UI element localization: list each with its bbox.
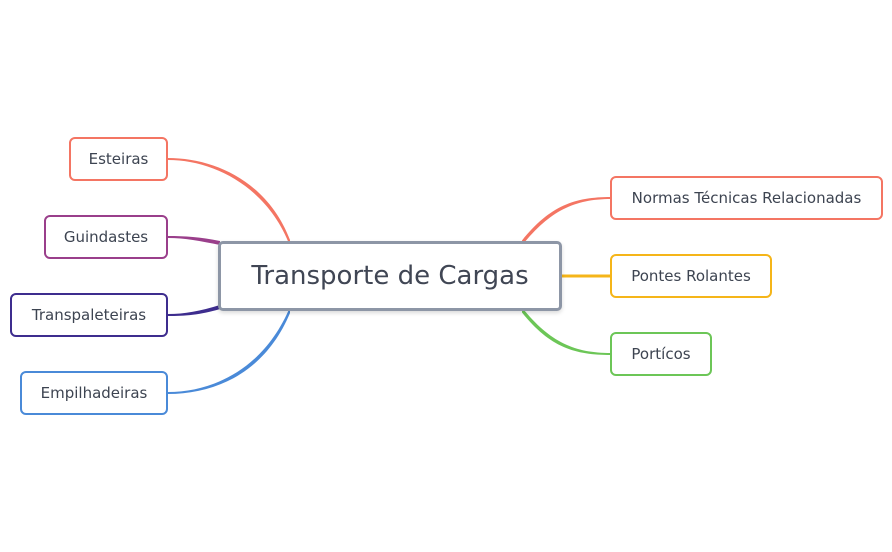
topic-normas-tecnicas-label: Normas Técnicas Relacionadas: [631, 189, 862, 207]
topic-empilhadeiras-label: Empilhadeiras: [40, 384, 148, 402]
topic-porticos-label: Portícos: [631, 345, 691, 363]
connector-empilhadeiras: [168, 307, 290, 394]
topic-guindastes[interactable]: Guindastes: [44, 215, 168, 259]
topic-porticos[interactable]: Portícos: [610, 332, 712, 376]
connector-transpaleteiras: [168, 305, 220, 316]
topic-guindastes-label: Guindastes: [63, 228, 149, 246]
connector-esteiras: [168, 158, 290, 246]
connector-normas-tecnicas: [522, 197, 611, 246]
topic-transpaleteiras[interactable]: Transpaleteiras: [10, 293, 168, 337]
connector-guindastes: [168, 236, 220, 245]
central-topic-label: Transporte de Cargas: [251, 261, 529, 291]
topic-normas-tecnicas[interactable]: Normas Técnicas Relacionadas: [610, 176, 883, 220]
topic-pontes-rolantes-label: Pontes Rolantes: [631, 267, 751, 285]
topic-empilhadeiras[interactable]: Empilhadeiras: [20, 371, 168, 415]
topic-esteiras[interactable]: Esteiras: [69, 137, 168, 181]
topic-transpaleteiras-label: Transpaleteiras: [31, 306, 147, 324]
central-topic[interactable]: Transporte de Cargas: [218, 241, 562, 311]
connector-porticos: [522, 307, 611, 355]
topic-pontes-rolantes[interactable]: Pontes Rolantes: [610, 254, 772, 298]
connector-pontes-rolantes: [562, 274, 611, 278]
topic-esteiras-label: Esteiras: [88, 150, 149, 168]
